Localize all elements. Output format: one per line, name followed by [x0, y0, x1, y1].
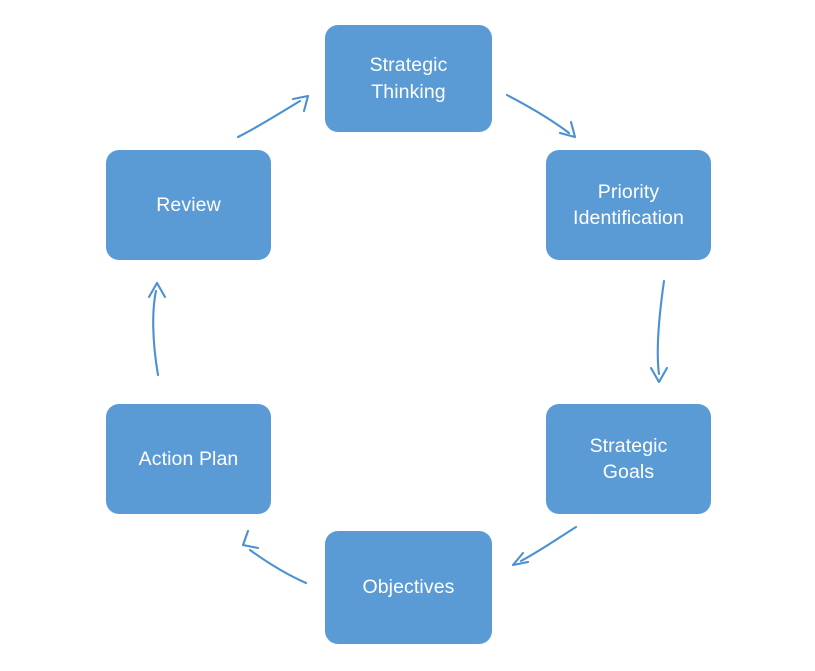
node-review-label: Review [156, 193, 221, 216]
arrow-strategic-thinking-to-priority-identification [505, 93, 577, 139]
arrow-strategic-goals-to-objectives [511, 525, 578, 567]
node-objectives[interactable]: Objectives [325, 531, 492, 644]
arrow-review-to-strategic-thinking [236, 94, 310, 139]
node-strategic-goals[interactable]: Strategic Goals [546, 404, 711, 514]
arrow-action-plan-to-review [147, 281, 167, 377]
node-review[interactable]: Review [106, 150, 271, 260]
node-strategic-thinking-label: Strategic Thinking [369, 54, 448, 103]
node-strategic-goals-label: Strategic Goals [589, 434, 668, 483]
node-action-plan[interactable]: Action Plan [106, 404, 271, 514]
node-strategic-thinking[interactable]: Strategic Thinking [325, 25, 492, 132]
node-objectives-label: Objectives [362, 576, 455, 599]
node-action-plan-label: Action Plan [138, 447, 239, 470]
node-priority-identification-label: Priority Identification [573, 180, 684, 229]
node-priority-identification[interactable]: Priority Identification [546, 150, 711, 260]
arrow-objectives-to-action-plan [241, 529, 308, 585]
arrow-priority-identification-to-strategic-goals [649, 279, 669, 384]
